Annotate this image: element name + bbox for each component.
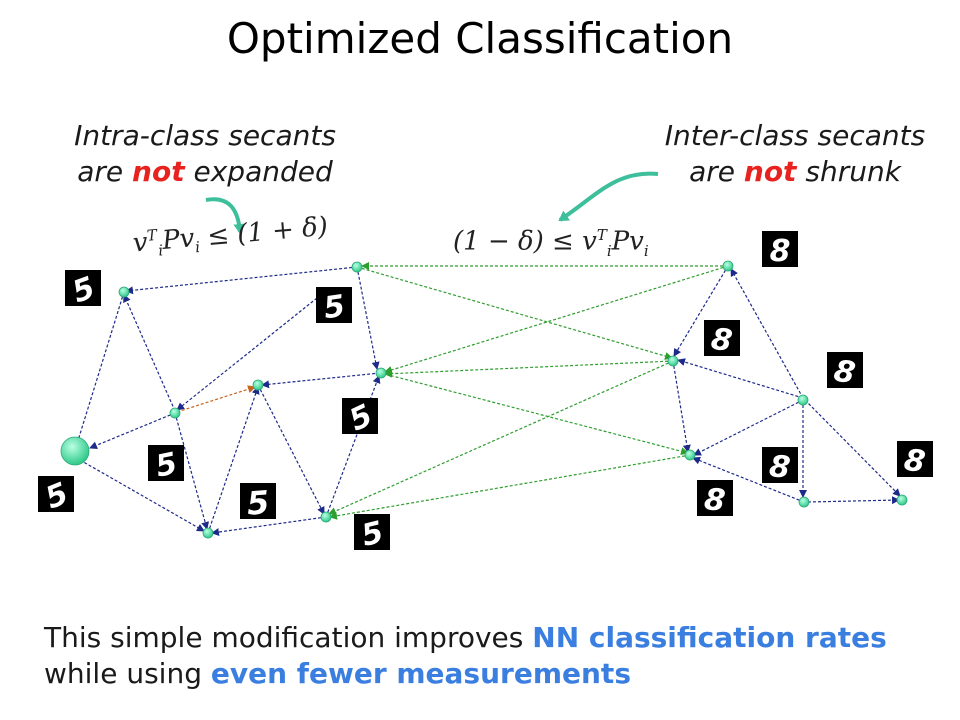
intra-callout-line1: Intra-class secants: [74, 119, 336, 152]
digit-thumbnail-five: 5: [148, 445, 184, 485]
digit-thumbnail-five: 5: [65, 270, 101, 310]
digit-thumbnail-five: 5: [38, 476, 74, 516]
intra-edge: [176, 297, 318, 411]
intra-edge: [356, 266, 380, 370]
digit-thumbnail-five: 5: [240, 483, 276, 523]
intra-edge: [261, 372, 381, 389]
intra-edge: [123, 294, 176, 412]
graph-node: [320, 511, 332, 523]
inter-class-callout: Inter-class secants are not shrunk: [620, 118, 960, 190]
graph-node: [169, 407, 181, 419]
inter-edge: [328, 360, 674, 515]
graph-node: [798, 496, 810, 508]
intra-class-callout: Intra-class secants are not expanded: [30, 118, 380, 190]
intra-edge: [673, 265, 729, 357]
intra-edge: [257, 384, 325, 515]
graph-node: [896, 494, 908, 506]
digit-thumbnail-eight: 8: [762, 447, 798, 486]
svg-text:8: 8: [709, 322, 735, 360]
graph-node: [722, 260, 734, 272]
right-callout-arrow: [558, 171, 659, 222]
svg-text:5: 5: [246, 483, 271, 522]
intra-edge: [211, 516, 327, 536]
svg-text:8: 8: [770, 234, 791, 269]
intra-edge: [89, 412, 176, 450]
graph-node: [684, 449, 696, 461]
inter-not-emphasis: not: [743, 155, 797, 188]
graph-node: [375, 367, 387, 379]
summary-text: This simple modification improves NN cla…: [44, 621, 887, 690]
intra-edge: [207, 386, 260, 534]
intra-edge: [174, 412, 209, 530]
digit-thumbnail-five: 5: [354, 514, 390, 554]
intra-edge: [730, 268, 804, 399]
nn-rates-emphasis: NN classification rates: [532, 621, 887, 654]
graph-node: [252, 379, 264, 391]
highlight-edge: [176, 385, 256, 413]
intra-edge: [807, 496, 900, 505]
digit-thumbnail-five: 5: [342, 398, 378, 439]
intra-edge: [74, 291, 125, 448]
digit-thumbnail-five: 5: [316, 287, 352, 326]
graph-node: [351, 261, 363, 273]
intra-not-emphasis: not: [132, 155, 185, 188]
inter-edge: [384, 265, 729, 374]
digit-thumbnail-eight: 8: [762, 231, 798, 269]
inter-edge: [329, 454, 691, 520]
intra-edge: [693, 399, 804, 456]
graph-node: [797, 394, 809, 406]
inter-callout-line1: Inter-class secants: [664, 119, 926, 152]
intra-edge: [804, 399, 901, 497]
intra-edge: [677, 358, 804, 399]
inter-edge: [356, 266, 673, 360]
graph-node: [667, 355, 679, 367]
inter-class-constraint-formula: (1 − δ) ≤ vTiPvi: [453, 226, 649, 260]
graph-node-highlighted: [60, 436, 90, 466]
digit-thumbnail-eight: 8: [897, 441, 933, 480]
graph-node: [118, 286, 130, 298]
digit-thumbnail-eight: 8: [704, 320, 740, 359]
slide-title: Optimized Classification: [226, 14, 734, 63]
svg-text:8: 8: [703, 482, 727, 519]
intra-edge: [125, 266, 358, 295]
inter-callout-line2: are not shrunk: [689, 155, 901, 188]
svg-text:5: 5: [322, 289, 348, 327]
left-callout-arrow: [205, 197, 246, 234]
graph-node: [202, 527, 214, 539]
svg-text:8: 8: [902, 443, 928, 481]
inter-edge: [384, 360, 674, 378]
intra-callout-line2: are not expanded: [77, 155, 333, 188]
intra-edge: [79, 459, 205, 532]
svg-text:8: 8: [768, 449, 792, 486]
digit-thumbnail-eight: 8: [697, 480, 733, 519]
fewer-measurements-emphasis: even fewer measurements: [210, 657, 631, 690]
digit-thumbnail-eight: 8: [827, 352, 863, 392]
inter-edge: [380, 372, 689, 456]
intra-edge: [672, 360, 691, 453]
